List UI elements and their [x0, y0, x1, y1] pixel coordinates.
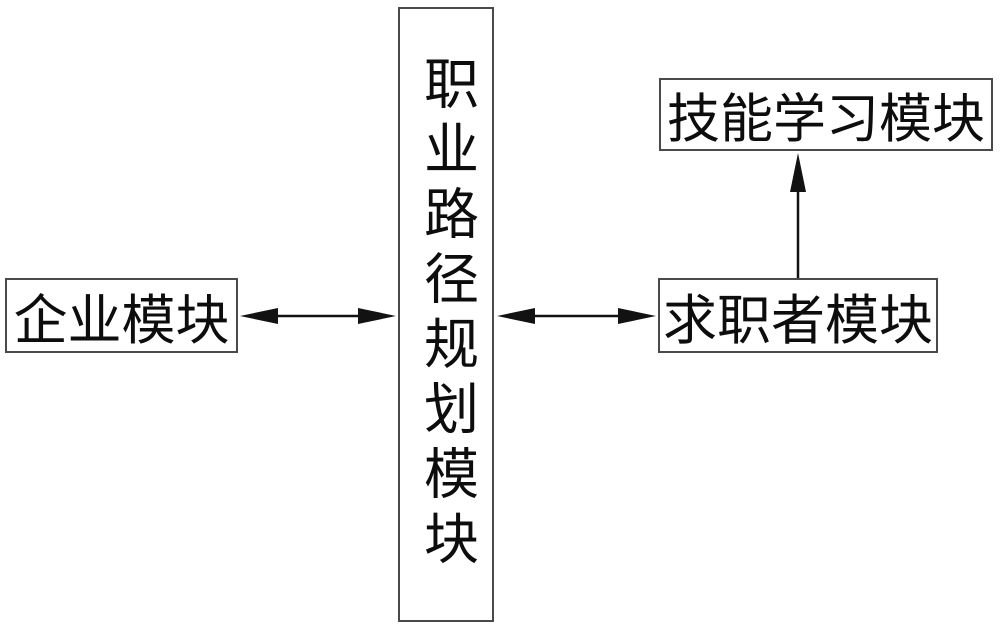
- node-skill-learning-module: 技能学习模块: [659, 78, 993, 151]
- node-career-path-planning-module: 职业路径规划模块: [398, 7, 494, 622]
- bidirectional-arrow-left: [240, 308, 396, 324]
- node-label-enterprise: 企业模块: [13, 291, 230, 351]
- node-enterprise-module: 企业模块: [5, 278, 238, 353]
- bidirectional-arrow-right: [497, 308, 656, 324]
- up-arrow-job-seeker-to-skill-learning: [790, 153, 806, 279]
- node-label-career-path-planning: 职业路径规划模块: [415, 54, 477, 575]
- node-label-job-seeker: 求职者模块: [663, 291, 933, 351]
- node-label-skill-learning: 技能学习模块: [667, 90, 985, 149]
- node-job-seeker-module: 求职者模块: [658, 278, 938, 353]
